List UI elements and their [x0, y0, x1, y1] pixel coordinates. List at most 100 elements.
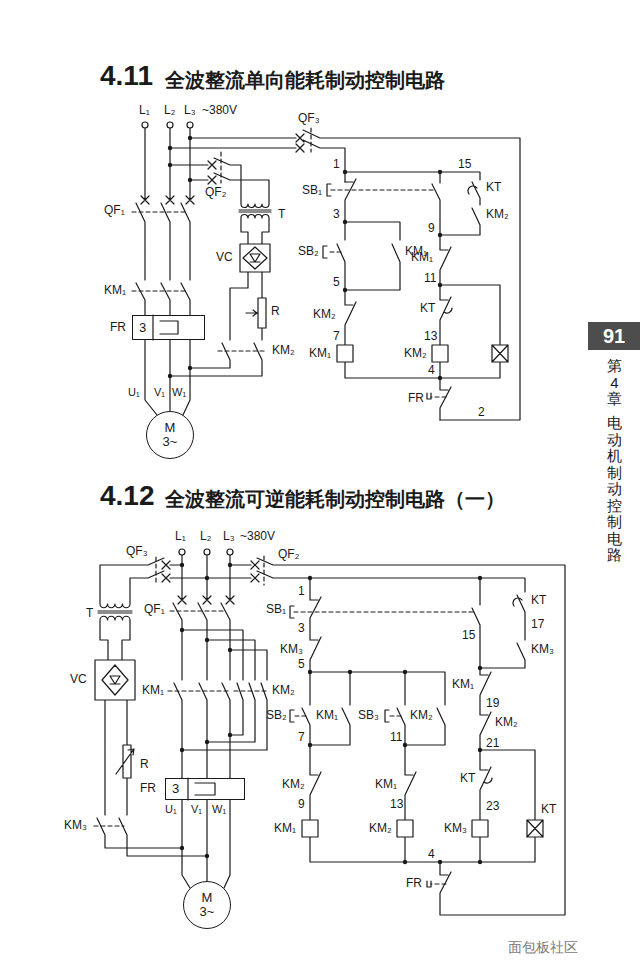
part-label: L₃	[184, 104, 196, 116]
node-text: M	[202, 891, 213, 905]
part-label: QF₁	[104, 204, 125, 216]
part-label: 17	[531, 618, 544, 630]
part-label: 7	[298, 731, 305, 743]
node-text: 3	[139, 321, 146, 335]
power-wiring-411	[136, 128, 520, 420]
part-label: SB₁	[302, 184, 322, 196]
overload-relay-box: 3	[132, 315, 205, 340]
part-label: ~380V	[240, 530, 275, 542]
part-label: 3	[298, 622, 305, 634]
part-label: KT	[531, 594, 546, 606]
part-label: 1	[333, 158, 340, 170]
node-text: 91	[603, 326, 625, 347]
part-label: KM₁	[452, 678, 474, 690]
part-label: FR	[408, 392, 424, 404]
part-label: 1	[298, 585, 305, 597]
node-text: M	[165, 421, 176, 435]
part-label: KM₃	[531, 643, 554, 655]
part-label: 11	[424, 272, 436, 284]
part-label: 15	[462, 629, 475, 641]
chapter-label: 电动机制动控制电路	[607, 415, 622, 564]
part-label: QF₂	[205, 186, 226, 198]
part-label: FR	[140, 782, 156, 794]
part-label: ~380V	[202, 104, 237, 116]
part-label: KM₁	[375, 778, 397, 790]
part-label: KT	[460, 772, 475, 784]
terminal-label: V₁	[191, 804, 202, 815]
part-label: 5	[333, 276, 340, 288]
part-label: L₁	[139, 104, 150, 116]
part-label: VC	[216, 251, 233, 263]
part-label: KM₁	[411, 251, 433, 263]
part-label: KT	[541, 803, 556, 815]
part-label: KM₃	[280, 643, 303, 655]
section-number: 4.11	[100, 62, 153, 90]
part-label: KM₁	[309, 347, 331, 359]
part-label: L₃	[223, 530, 235, 542]
part-label: KM₂	[410, 709, 433, 721]
part-label: KM₁	[104, 284, 126, 296]
part-label: 21	[486, 737, 499, 749]
wire-connector	[207, 800, 208, 881]
motor-symbol: M3~	[146, 411, 194, 459]
part-label: 19	[486, 697, 499, 709]
part-label: SB₃	[358, 709, 379, 721]
overload-relay-box: 3	[165, 778, 245, 800]
part-label: QF₁	[144, 603, 165, 615]
part-label: L₁	[175, 530, 186, 542]
part-label: 5	[298, 658, 305, 670]
part-label: 9	[428, 222, 435, 234]
wire-line	[206, 800, 207, 881]
motor-symbol: M3~	[183, 881, 231, 929]
part-label: 13	[390, 798, 403, 810]
part-label: R	[271, 305, 280, 317]
part-label: SB₁	[266, 603, 286, 615]
part-label: 13	[424, 330, 437, 342]
part-label: KM₂	[486, 208, 509, 220]
part-label: 23	[486, 800, 499, 812]
part-label: KM₂	[282, 778, 305, 790]
power-wiring-412	[95, 555, 267, 888]
node-text: 3	[172, 782, 179, 796]
terminal-label: W₁	[172, 387, 186, 398]
part-label: FR	[110, 321, 126, 333]
part-label: 2	[478, 406, 485, 418]
section-number: 4.12	[100, 482, 155, 510]
part-label: 15	[458, 158, 471, 170]
part-label: KM₁	[316, 709, 338, 721]
part-label: KM₁	[142, 684, 164, 696]
control-wiring-411	[323, 172, 508, 420]
terminal-label: U₁	[165, 804, 177, 815]
part-label: QF₂	[278, 548, 299, 560]
part-label: T	[86, 607, 93, 619]
part-label: KM₁	[274, 822, 296, 834]
part-label: KM₂	[369, 822, 392, 834]
part-label: 4	[428, 848, 435, 860]
part-label: FR	[406, 877, 422, 889]
part-label: SB₂	[266, 709, 287, 721]
section-title: 全波整流可逆能耗制动控制电路（一）	[165, 489, 505, 509]
part-label: 9	[298, 798, 305, 810]
terminal-label: W₁	[212, 804, 226, 815]
part-label: 3	[333, 208, 340, 220]
section-title: 全波整流单向能耗制动控制电路	[165, 70, 445, 90]
part-label: KT	[486, 181, 501, 193]
part-label: KM₂	[495, 716, 518, 728]
part-label: QF₃	[126, 545, 148, 557]
wire-connector	[170, 340, 171, 411]
part-label: KM₃	[64, 819, 87, 831]
part-label: KM₂	[313, 308, 336, 320]
watermark: 面包板社区	[508, 940, 578, 954]
node-text: 3~	[163, 435, 178, 449]
terminal-label: U₁	[128, 387, 140, 398]
wire-line	[169, 340, 170, 411]
part-label: 4	[428, 364, 435, 376]
part-label: KM₂	[272, 684, 295, 696]
part-label: KM₂	[272, 344, 295, 356]
page-number-tab: 91	[588, 322, 640, 350]
part-label: QF₃	[298, 112, 320, 124]
part-label: 7	[333, 330, 340, 342]
part-label: KM₃	[444, 822, 467, 834]
